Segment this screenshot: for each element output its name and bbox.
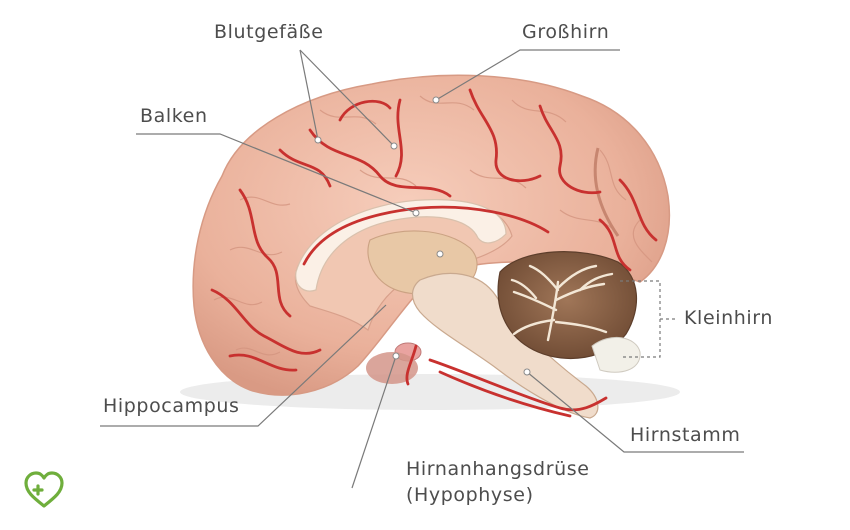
label-hirnstamm: Hirnstamm xyxy=(630,424,741,446)
label-hypophyse-line1: Hirnanhangsdrüse xyxy=(406,458,590,480)
label-balken: Balken xyxy=(140,105,208,127)
label-grosshirn: Großhirn xyxy=(522,21,610,43)
central-fissure xyxy=(593,147,620,237)
leader-hypophyse xyxy=(351,355,397,489)
leader-hippocampus xyxy=(100,304,387,427)
corpus-callosum xyxy=(295,199,507,292)
label-hypophyse: Hirnanhangsdrüse (Hypophyse) xyxy=(406,456,590,508)
label-blutgefaesse: Blutgefäße xyxy=(214,21,324,43)
leader-balken xyxy=(136,133,417,214)
label-kleinhirn: Kleinhirn xyxy=(684,307,773,329)
leader-lines xyxy=(100,49,744,489)
white-model-part xyxy=(591,336,641,373)
label-hypophyse-line2: (Hypophyse) xyxy=(406,484,534,506)
leader-blutgefaesse-a xyxy=(299,49,319,141)
leader-grosshirn xyxy=(435,49,620,101)
leader-hirnstamm xyxy=(526,371,744,453)
brainstem xyxy=(411,272,599,419)
leader-dots xyxy=(314,96,531,376)
label-hippocampus: Hippocampus xyxy=(103,395,240,417)
heart-cross-icon xyxy=(24,471,64,508)
arbor-vitae xyxy=(510,264,614,342)
leader-blutgefaesse-b xyxy=(299,49,395,147)
blood-vessels xyxy=(210,88,658,418)
